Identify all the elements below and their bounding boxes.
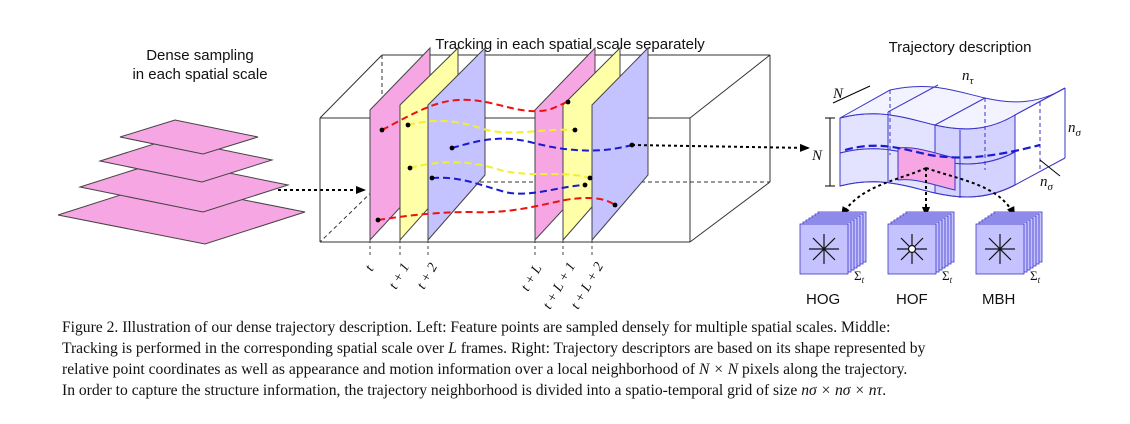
svg-text:Σt: Σt: [854, 268, 865, 285]
right-title: Trajectory description: [888, 39, 1032, 56]
svg-text:Σt: Σt: [942, 268, 953, 285]
hof-label: HOF: [896, 291, 928, 308]
left-title-line2: in each spatial scale: [132, 66, 268, 83]
frame-tL2-plane: [591, 46, 649, 242]
caption-line-3: relative point coordinates as well as ap…: [62, 361, 908, 378]
trajectory-yellow-lower: [409, 161, 591, 179]
label-n-tau: nτ: [962, 68, 975, 87]
scale-plane-1: [119, 119, 259, 155]
hog-label: HOG: [806, 291, 840, 308]
trajectory-grid: N N nτ nσ nσ: [811, 68, 1082, 217]
figure-caption: Figure 2. Illustration of our dense traj…: [62, 317, 1092, 401]
trajectory-red-lower: [377, 196, 616, 221]
frame-label-t2: t + 2: [414, 261, 441, 292]
frame-label-t: t: [362, 262, 377, 274]
label-N-height: N: [811, 148, 823, 164]
label-N-depth: N: [832, 86, 844, 102]
N-height-dim: [825, 117, 835, 187]
caption-line-2: Tracking is performed in the correspondi…: [62, 340, 926, 357]
hof-star-icon: [897, 234, 927, 264]
svg-text:Σt: Σt: [1030, 268, 1041, 285]
frame-label-tL: t + L: [518, 262, 545, 294]
N-depth-dim: [832, 85, 871, 104]
mbh-star-icon: [985, 234, 1015, 264]
label-n-sigma-bottom: nσ: [1040, 174, 1054, 193]
scale-plane-2: [98, 138, 274, 183]
hog-star-icon: [809, 234, 839, 264]
arrow-middle-to-right: [631, 143, 810, 152]
scale-pyramid: [57, 119, 306, 245]
descriptor-mbh: Σt MBH: [975, 211, 1043, 308]
frame-t2-plane: [427, 46, 486, 242]
caption-line-1: Figure 2. Illustration of our dense traj…: [62, 319, 891, 336]
grid-trajectory: [844, 143, 1041, 159]
descriptor-hog: Σt HOG: [799, 211, 867, 308]
label-n-sigma-top: nσ: [1068, 120, 1082, 139]
figure: Dense sampling in each spatial scale Tra…: [57, 36, 1082, 312]
arrow-to-hog: [840, 167, 927, 217]
trajectory-blue-upper: [451, 137, 633, 152]
arrow-to-mbh: [925, 167, 1015, 217]
mbh-label: MBH: [982, 291, 1015, 308]
descriptor-hof: Σt HOF: [887, 211, 955, 308]
diagram-canvas: t t + 1 t + 2 t + L t + L + 1 t + L + 2: [57, 46, 1082, 312]
left-title-line1: Dense sampling: [146, 47, 254, 64]
tracking-volume: t t + 1 t + 2 t + L t + L + 1 t + L + 2: [319, 46, 771, 312]
trajectory-blue-lower: [431, 176, 586, 195]
caption-line-4: In order to capture the structure inform…: [62, 382, 887, 399]
trajectory-red-upper: [381, 98, 569, 131]
left-title: Dense sampling in each spatial scale: [100, 46, 300, 84]
frame-label-t1: t + 1: [386, 261, 413, 292]
middle-title: Tracking in each spatial scale separatel…: [435, 36, 705, 53]
